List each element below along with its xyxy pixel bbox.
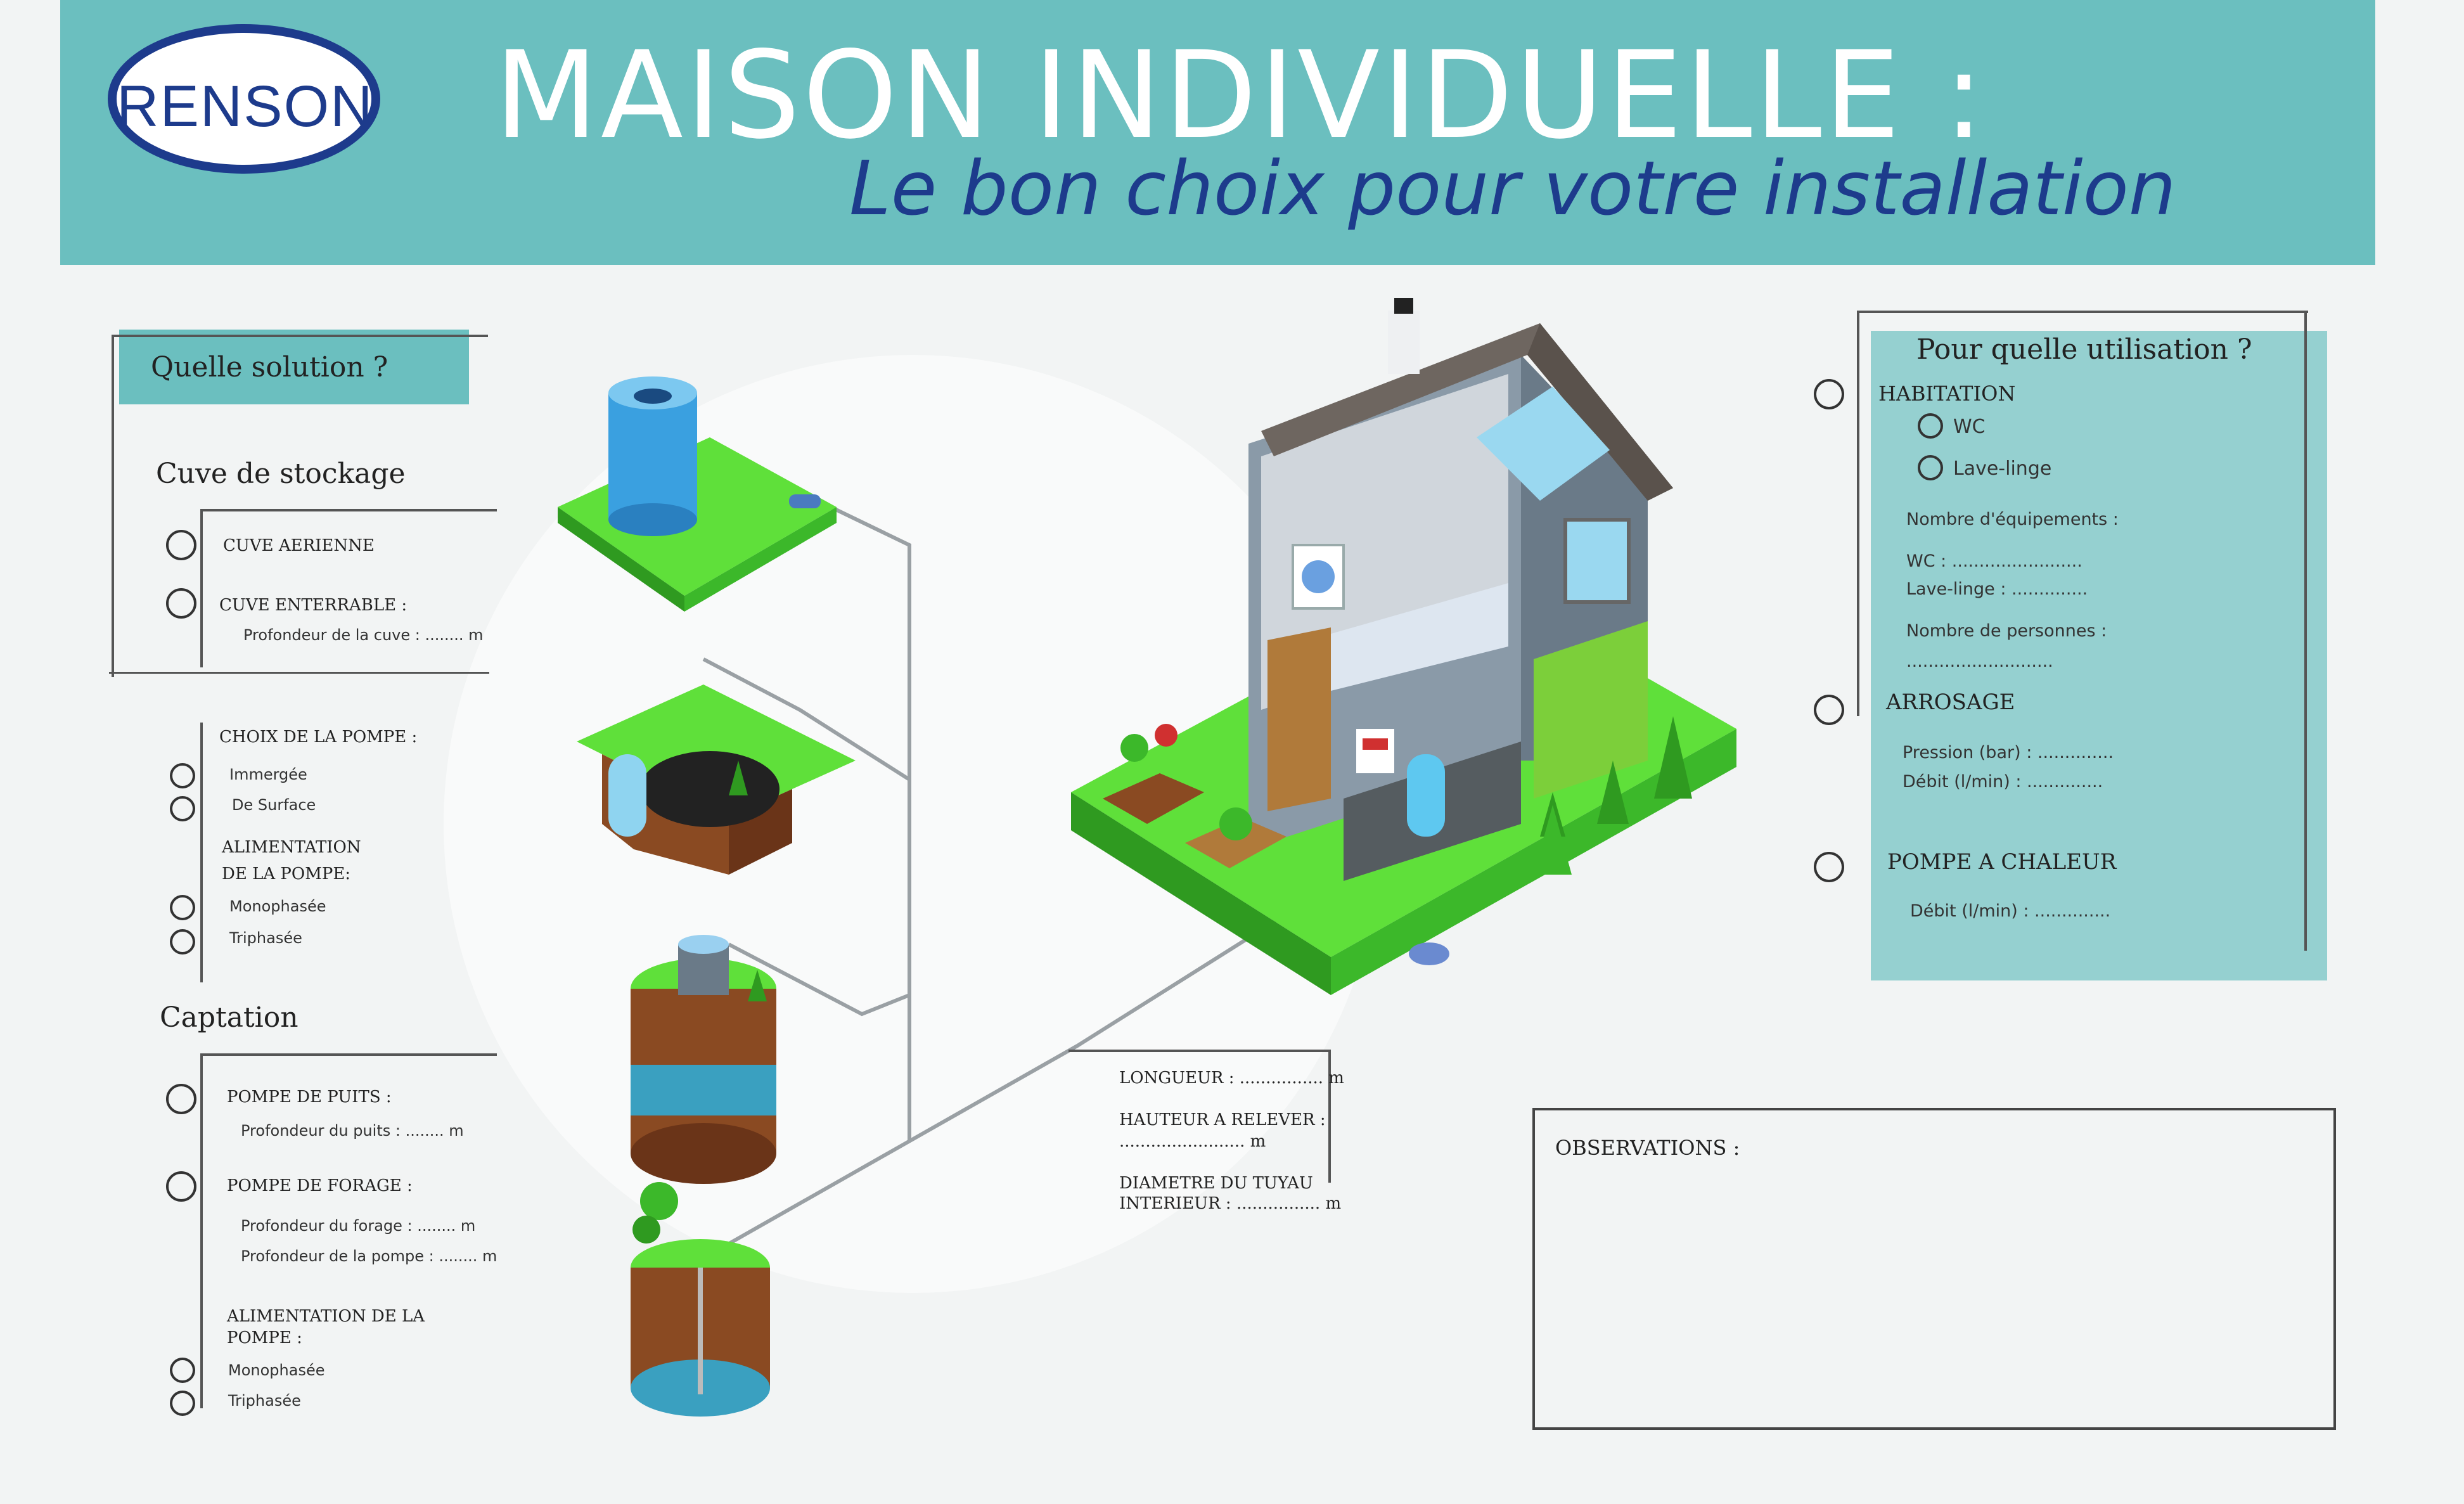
usage-panel — [1871, 331, 2327, 980]
divider — [1857, 311, 2308, 313]
divider — [1328, 1050, 1331, 1183]
drill-depth-field[interactable]: Profondeur du forage : ........ m — [241, 1217, 476, 1235]
pump-depth-field[interactable]: Profondeur de la pompe : ........ m — [241, 1247, 497, 1265]
radio-immersed-pump[interactable] — [170, 763, 195, 788]
divider — [200, 723, 203, 982]
wc-count-field[interactable]: WC : ........................ — [1906, 551, 2082, 571]
well-depth-field[interactable]: Profondeur du puits : ........ m — [241, 1122, 464, 1140]
divider — [1857, 311, 1859, 716]
drill-pump-label: POMPE DE FORAGE : — [227, 1176, 413, 1195]
divider — [202, 1053, 497, 1056]
well-pump-label: POMPE DE PUITS : — [227, 1088, 392, 1107]
pump-single-phase-label: Monophasée — [229, 897, 326, 915]
pipe-diameter-field[interactable]: INTERIEUR : ................ m — [1119, 1194, 1342, 1213]
habitation-label: HABITATION — [1878, 382, 2016, 406]
radio-drill-pump[interactable] — [166, 1171, 196, 1202]
observations-box[interactable]: OBSERVATIONS : — [1532, 1108, 2336, 1430]
house-illustration — [1071, 298, 1736, 995]
buried-tank-label: CUVE ENTERRABLE : — [219, 596, 407, 615]
radio-well-pump[interactable] — [166, 1084, 196, 1114]
divider — [200, 509, 203, 667]
page-subtitle: Le bon choix pour votre installation — [849, 145, 2176, 232]
washing-machine-count-field[interactable]: Lave-linge : .............. — [1906, 579, 2088, 599]
radio-heat-pump[interactable] — [1814, 852, 1844, 882]
radio-wc[interactable] — [1918, 413, 1943, 439]
pipe-diameter-label: DIAMETRE DU TUYAU — [1119, 1174, 1313, 1193]
capture-single-phase-label: Monophasée — [228, 1361, 325, 1379]
capture-power-title: ALIMENTATION DE LA — [227, 1307, 425, 1326]
divider — [202, 509, 497, 511]
pipe-height-field[interactable]: ........................ m — [1119, 1132, 1266, 1151]
header-banner — [60, 0, 2375, 265]
usage-title: Pour quelle utilisation ? — [1916, 333, 2252, 366]
page-title: MAISON INDIVIDUELLE : — [494, 25, 1987, 165]
equipment-count-label: Nombre d'équipements : — [1906, 510, 2119, 529]
capture-title: Captation — [160, 1001, 298, 1034]
radio-above-ground-tank[interactable] — [166, 530, 196, 560]
heat-pump-label: POMPE A CHALEUR — [1887, 849, 2117, 875]
divider — [2304, 311, 2307, 951]
washing-machine-label: Lave-linge — [1953, 458, 2052, 480]
people-count-field[interactable]: ........................... — [1906, 652, 2053, 671]
divider — [112, 335, 114, 677]
solution-tab-label: Quelle solution ? — [151, 351, 388, 383]
radio-watering[interactable] — [1814, 695, 1844, 725]
watering-pressure-field[interactable]: Pression (bar) : .............. — [1903, 743, 2114, 762]
capture-power-title-2: POMPE : — [227, 1328, 302, 1347]
pump-power-title: ALIMENTATION — [222, 838, 361, 857]
divider — [114, 335, 488, 337]
watering-label: ARROSAGE — [1886, 690, 2015, 715]
pump-three-phase-label: Triphasée — [229, 929, 302, 947]
borehole-illustration — [631, 1182, 770, 1417]
radio-surface-pump[interactable] — [170, 796, 195, 821]
immersed-pump-label: Immergée — [229, 766, 307, 783]
radio-washing-machine[interactable] — [1918, 455, 1943, 480]
people-count-label: Nombre de personnes : — [1906, 621, 2107, 641]
radio-buried-tank[interactable] — [166, 588, 196, 619]
radio-habitation[interactable] — [1814, 379, 1844, 409]
radio-pump-single-phase[interactable] — [170, 895, 195, 920]
brand-name: RENSON — [117, 74, 374, 139]
watering-flow-field[interactable]: Débit (l/min) : .............. — [1903, 772, 2103, 792]
pump-choice-title: CHOIX DE LA POMPE : — [219, 728, 418, 747]
heat-pump-flow-field[interactable]: Débit (l/min) : .............. — [1910, 901, 2111, 921]
well-illustration — [631, 935, 776, 1184]
capture-three-phase-label: Triphasée — [228, 1392, 301, 1410]
pipe-height-label: HAUTEUR A RELEVER : — [1119, 1110, 1326, 1129]
radio-capture-three-phase[interactable] — [170, 1391, 195, 1416]
radio-pump-three-phase[interactable] — [170, 929, 195, 954]
tank-depth-field[interactable]: Profondeur de la cuve : ........ m — [243, 626, 484, 644]
pipe-length-field[interactable]: LONGUEUR : ................ m — [1119, 1069, 1344, 1088]
wc-label: WC — [1953, 416, 1986, 438]
divider — [200, 1053, 203, 1408]
above-ground-tank-label: CUVE AERIENNE — [223, 536, 375, 555]
radio-capture-single-phase[interactable] — [170, 1358, 195, 1383]
divider — [109, 672, 489, 674]
pump-power-title-2: DE LA POMPE: — [222, 864, 351, 884]
divider — [1068, 1050, 1331, 1052]
observations-label: OBSERVATIONS : — [1555, 1136, 1740, 1160]
storage-title: Cuve de stockage — [156, 458, 406, 490]
above-ground-tank-illustration — [558, 376, 837, 612]
buried-tank-illustration — [577, 685, 856, 875]
surface-pump-label: De Surface — [232, 796, 316, 814]
solution-tab — [119, 330, 469, 404]
